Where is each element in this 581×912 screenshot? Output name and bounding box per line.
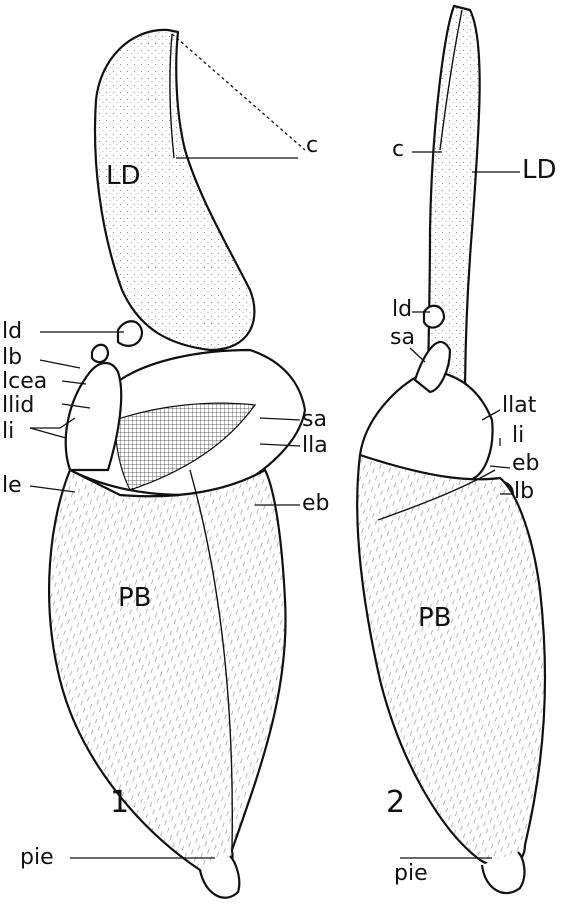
fig1-label-pie: pie bbox=[20, 845, 54, 870]
figure-2-drawing bbox=[357, 6, 545, 893]
fig2-label-pie: pie bbox=[394, 861, 428, 886]
fig2-label-li: li bbox=[512, 423, 524, 448]
fig1-label-ld: ld bbox=[2, 319, 22, 344]
fig2-label-sa: sa bbox=[390, 325, 415, 350]
fig1-ld-knob bbox=[118, 321, 142, 346]
fig1-label-lla: lla bbox=[302, 433, 328, 458]
fig1-label-c: c bbox=[306, 133, 318, 158]
fig1-label-lb: lb bbox=[2, 345, 22, 370]
fig2-ld-knob bbox=[424, 306, 444, 328]
fig2-label-eb: eb bbox=[512, 451, 540, 476]
fig1-label-le: le bbox=[2, 473, 22, 498]
figure-1-drawing bbox=[49, 30, 305, 898]
fig1-number: 1 bbox=[110, 785, 129, 820]
fig1-label-sa: sa bbox=[302, 407, 327, 432]
fig1-label-lcea: lcea bbox=[2, 369, 47, 394]
fig2-label-PB: PB bbox=[418, 603, 452, 633]
fig1-label-llid: llid bbox=[2, 393, 34, 418]
fig2-label-c: c bbox=[392, 137, 404, 162]
fig2-label-llat: llat bbox=[502, 393, 537, 418]
fig2-label-lb: lb bbox=[514, 479, 534, 504]
fig1-label-PB: PB bbox=[118, 583, 152, 613]
fig1-label-LD: LD bbox=[106, 161, 141, 191]
fig1-small-lobes bbox=[66, 363, 121, 470]
fig1-label-eb: eb bbox=[302, 491, 330, 516]
fig1-label-li: li bbox=[2, 419, 14, 444]
fig2-label-LD: LD bbox=[522, 155, 557, 185]
fig1-pb-strokes bbox=[49, 470, 285, 876]
fig2-number: 2 bbox=[386, 785, 405, 820]
fig1-lb-knob bbox=[92, 345, 108, 362]
fig2-label-ld: ld bbox=[392, 297, 412, 322]
